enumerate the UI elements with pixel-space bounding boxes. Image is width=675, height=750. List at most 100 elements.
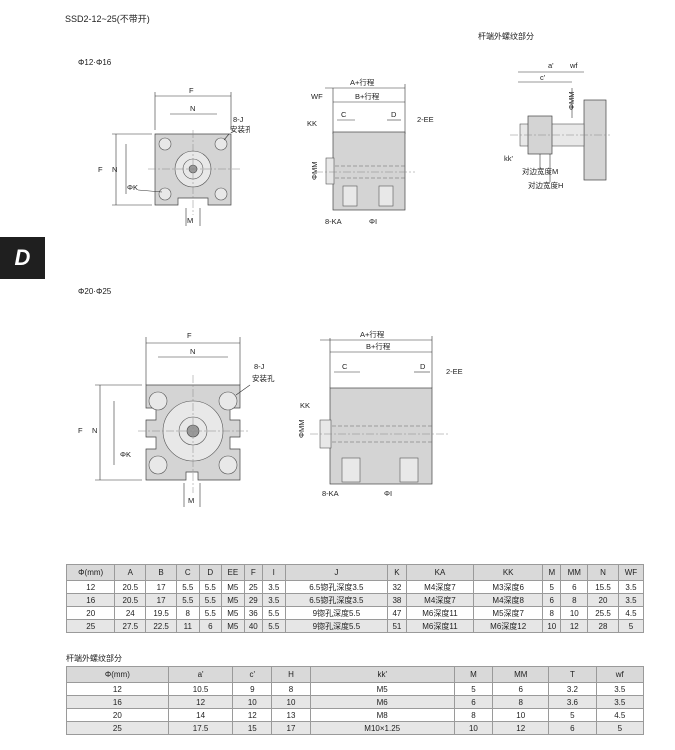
table-cell: 13: [271, 708, 311, 722]
thread-table-caption: 杆端外螺纹部分: [66, 654, 122, 663]
table-cell: M5: [221, 580, 245, 594]
label-m: M: [187, 216, 193, 225]
table-cell: 36: [243, 606, 264, 620]
column-header: K: [387, 564, 407, 581]
label-k: ΦK: [127, 183, 138, 192]
table-cell: 17.5: [167, 721, 234, 735]
column-header: Φ(mm): [65, 564, 116, 581]
label-c-prime: c': [540, 73, 546, 82]
label-ee: 2-EE: [417, 115, 434, 124]
table-cell: 12: [167, 695, 234, 709]
table-cell: 8: [176, 606, 200, 620]
label-f: F: [189, 86, 194, 95]
table-cell: M4深度8: [473, 593, 544, 607]
table-cell: 5: [617, 619, 645, 633]
label-c: C: [341, 110, 347, 119]
table-cell: M5深度7: [473, 606, 544, 620]
label-d-large: D: [420, 362, 426, 371]
table-cell: 24: [114, 606, 147, 620]
table-cell: 3.5: [617, 593, 645, 607]
label-f-large: F: [187, 331, 192, 340]
table-cell: 12: [492, 721, 550, 735]
table-cell: 47: [387, 606, 407, 620]
table-cell: 20: [65, 606, 116, 620]
table-cell: 6: [492, 682, 550, 696]
table-cell: 10.5: [167, 682, 234, 696]
table-cell: 10: [453, 721, 494, 735]
table-cell: 3.5: [617, 580, 645, 594]
table-cell: 6.5锪孔深度3.5: [284, 593, 389, 607]
table-cell: 5.5: [198, 593, 223, 607]
column-header: c': [232, 666, 273, 683]
table-cell: 5: [595, 721, 645, 735]
table-cell: M6深度11: [405, 606, 475, 620]
table-cell: 10: [232, 695, 273, 709]
column-header: T: [548, 666, 597, 683]
table-cell: 5: [548, 708, 597, 722]
column-header: J: [284, 564, 389, 581]
label-c-large: C: [342, 362, 348, 371]
table-cell: 3.6: [548, 695, 597, 709]
label-kk-large: KK: [300, 401, 310, 410]
label-wf: WF: [311, 92, 323, 101]
column-header: KK: [473, 564, 544, 581]
table-cell: M4深度7: [405, 593, 475, 607]
table-cell: 10: [492, 708, 550, 722]
column-header: H: [271, 666, 311, 683]
table-cell: 6: [560, 580, 589, 594]
table-cell: M5: [221, 619, 245, 633]
label-a: A+行程: [350, 77, 375, 87]
table-cell: 25: [65, 619, 116, 633]
table-cell: 20: [587, 593, 619, 607]
column-header: wf: [595, 666, 645, 683]
table-cell: 15: [232, 721, 273, 735]
column-header: MM: [492, 666, 550, 683]
page-title: SSD2-12~25(不带开): [65, 14, 150, 24]
table-cell: 25.5: [587, 606, 619, 620]
column-header: D: [198, 564, 223, 581]
table-cell: 5.5: [198, 606, 223, 620]
table-cell: M6深度11: [405, 619, 475, 633]
table-cell: 5: [542, 580, 562, 594]
table-cell: 5.5: [176, 580, 200, 594]
column-header: B: [145, 564, 177, 581]
table-cell: 6: [198, 619, 223, 633]
label-ka: 8-KA: [325, 217, 342, 226]
table-cell: 29: [243, 593, 264, 607]
label-mm: ΦMM: [310, 162, 319, 180]
table-cell: 12: [66, 682, 169, 696]
table-cell: 17: [145, 593, 177, 607]
table-cell: 27.5: [114, 619, 147, 633]
table-cell: 14: [167, 708, 234, 722]
column-header: F: [243, 564, 264, 581]
table-cell: 5.5: [262, 606, 286, 620]
column-header: a': [167, 666, 234, 683]
column-header: Φ(mm): [66, 666, 169, 683]
size-label-small: Φ12·Φ16: [78, 58, 112, 67]
column-header: A: [114, 564, 147, 581]
label-install-hole-large: 安装孔: [252, 373, 275, 383]
label-width-h: 对边宽度H: [528, 180, 563, 190]
table-cell: M5: [221, 593, 245, 607]
table-cell: 16: [66, 695, 169, 709]
table-cell: 12: [560, 619, 589, 633]
label-wf-small: wf: [569, 61, 578, 70]
label-j-large: 8-J: [254, 362, 265, 371]
table-cell: 8: [542, 606, 562, 620]
table-cell: 5.5: [198, 580, 223, 594]
label-k-large: ΦK: [120, 450, 131, 459]
column-header: kk': [309, 666, 455, 683]
front-view-small: F N F N ΦK 8-J 安装孔 M: [98, 86, 250, 226]
table-cell: M6深度12: [473, 619, 544, 633]
label-i: ΦI: [369, 217, 377, 226]
column-header: WF: [617, 564, 645, 581]
table-cell: M10×1.25: [309, 721, 455, 735]
table-cell: 28: [587, 619, 619, 633]
rod-thread-view: a' wf c' ΦMM kk' 对边宽度M 对边宽度H: [504, 61, 610, 190]
